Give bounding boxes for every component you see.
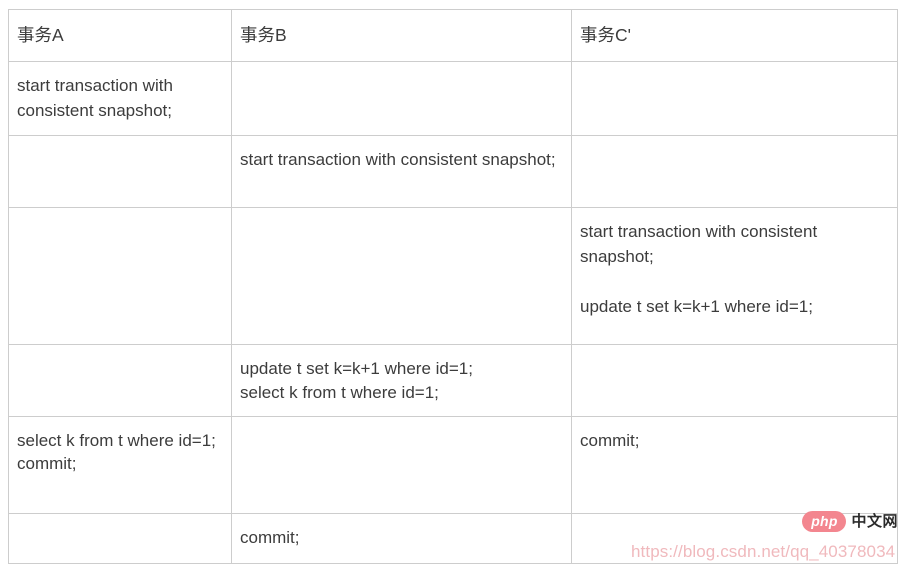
cell-txn-c: commit; bbox=[571, 416, 898, 515]
cell-txn-a bbox=[8, 344, 232, 418]
cell-txn-b bbox=[231, 61, 572, 137]
cell-text-paragraph-1: start transaction with consistent snapsh… bbox=[580, 222, 818, 266]
cell-txn-c bbox=[571, 61, 898, 137]
cell-txn-b: update t set k=k+1 where id=1; select k … bbox=[231, 344, 572, 418]
table-row: commit; bbox=[8, 513, 898, 564]
cell-txn-a: select k from t where id=1; commit; bbox=[8, 416, 232, 515]
table-header-row: 事务A 事务B 事务C' bbox=[8, 8, 898, 63]
table-header: 事务A 事务B 事务C' bbox=[8, 8, 898, 63]
cell-txn-b bbox=[231, 416, 572, 515]
cell-txn-c: start transaction with consistent snapsh… bbox=[571, 207, 898, 346]
column-header-txn-c: 事务C' bbox=[571, 8, 898, 63]
table-row: start transaction with consistent snapsh… bbox=[8, 135, 898, 209]
table-row: start transaction with consistent snapsh… bbox=[8, 207, 898, 346]
transaction-sequence-table: 事务A 事务B 事务C' start transaction with cons… bbox=[8, 8, 898, 564]
cell-text: start transaction with consistent snapsh… bbox=[17, 76, 173, 120]
cell-txn-a bbox=[8, 207, 232, 346]
column-header-txn-b: 事务B bbox=[231, 8, 572, 63]
cell-txn-b: start transaction with consistent snapsh… bbox=[231, 135, 572, 209]
cell-text: commit; bbox=[580, 431, 640, 451]
cell-txn-c bbox=[571, 135, 898, 209]
cell-txn-b bbox=[231, 207, 572, 346]
cell-txn-a bbox=[8, 135, 232, 209]
table-body: start transaction with consistent snapsh… bbox=[8, 61, 898, 564]
cell-text: select k from t where id=1; commit; bbox=[17, 431, 216, 474]
cell-txn-b: commit; bbox=[231, 513, 572, 564]
column-header-txn-a: 事务A bbox=[8, 8, 232, 63]
cell-text: commit; bbox=[240, 528, 300, 548]
cell-txn-c bbox=[571, 344, 898, 418]
cell-text: start transaction with consistent snapsh… bbox=[240, 150, 556, 170]
cell-text: update t set k=k+1 where id=1; select k … bbox=[240, 359, 473, 402]
table-row: start transaction with consistent snapsh… bbox=[8, 61, 898, 137]
cell-txn-a bbox=[8, 513, 232, 564]
cell-txn-c bbox=[571, 513, 898, 564]
cell-text-paragraph-2: update t set k=k+1 where id=1; bbox=[580, 297, 813, 317]
cell-txn-a: start transaction with consistent snapsh… bbox=[8, 61, 232, 137]
table-row: update t set k=k+1 where id=1; select k … bbox=[8, 344, 898, 418]
table-row: select k from t where id=1; commit; comm… bbox=[8, 416, 898, 515]
